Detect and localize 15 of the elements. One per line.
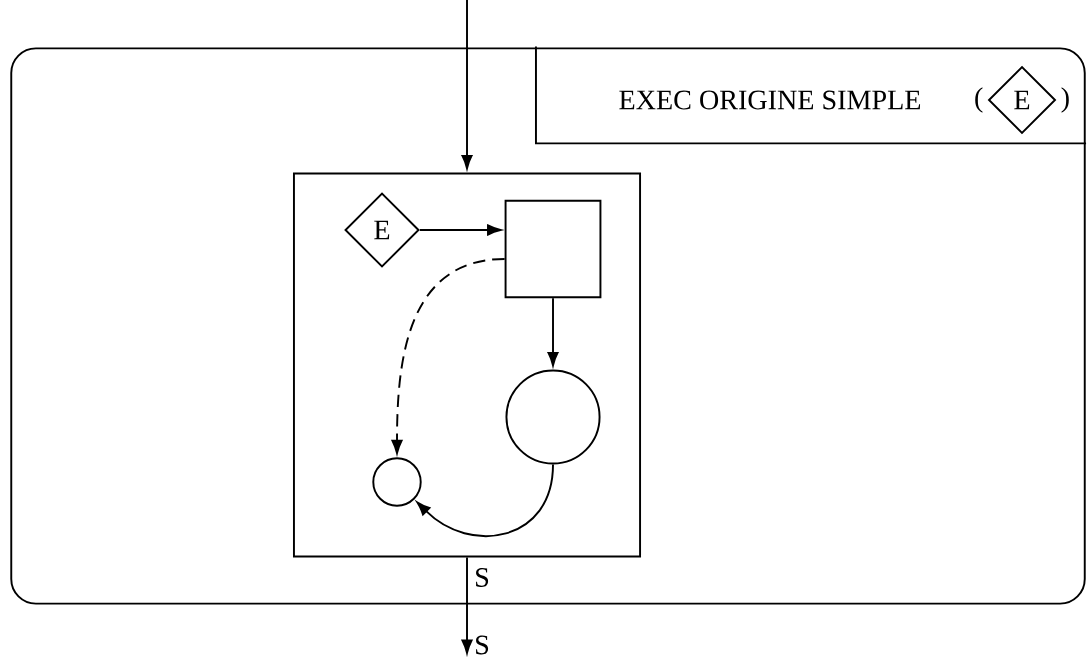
arrow — [547, 297, 559, 367]
node-label: ( — [975, 87, 983, 113]
arrow — [391, 258, 506, 455]
arrow — [416, 463, 554, 537]
edge-label: S — [476, 568, 489, 587]
process-box — [293, 172, 642, 558]
arrow — [461, 0, 473, 170]
outer-frame — [10, 47, 1086, 605]
state-circle — [372, 457, 422, 507]
output-label: S — [476, 635, 489, 655]
arrow — [461, 556, 473, 654]
state-circle — [505, 369, 601, 465]
arrow — [418, 224, 502, 236]
process-box — [504, 199, 602, 299]
node-label: ) — [1061, 87, 1069, 113]
